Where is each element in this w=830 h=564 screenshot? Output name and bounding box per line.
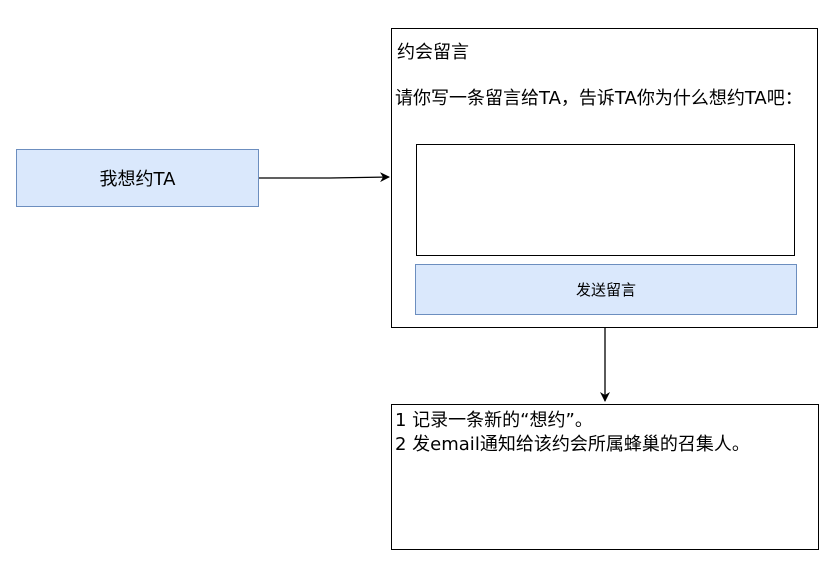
start-node-label: 我想约TA: [99, 169, 176, 190]
date-message-panel: 约会留言 请你写一条留言给TA，告诉TA你为什么想约TA吧： 发送留言: [391, 28, 818, 328]
result-note: 1 记录一条新的“想约”。 2 发email通知给该约会所属蜂巢的召集人。: [391, 404, 819, 550]
result-step-2: 2 发email通知给该约会所属蜂巢的召集人。: [395, 434, 750, 455]
message-input[interactable]: [416, 144, 795, 256]
panel-title: 约会留言: [397, 42, 469, 63]
panel-prompt: 请你写一条留言给TA，告诉TA你为什么想约TA吧：: [395, 88, 803, 109]
send-message-button[interactable]: 发送留言: [415, 264, 797, 315]
result-step-1: 1 记录一条新的“想约”。: [395, 410, 593, 431]
start-node[interactable]: 我想约TA: [16, 149, 259, 207]
arrow-start-to-panel: [259, 172, 390, 183]
send-message-label: 发送留言: [575, 281, 636, 299]
